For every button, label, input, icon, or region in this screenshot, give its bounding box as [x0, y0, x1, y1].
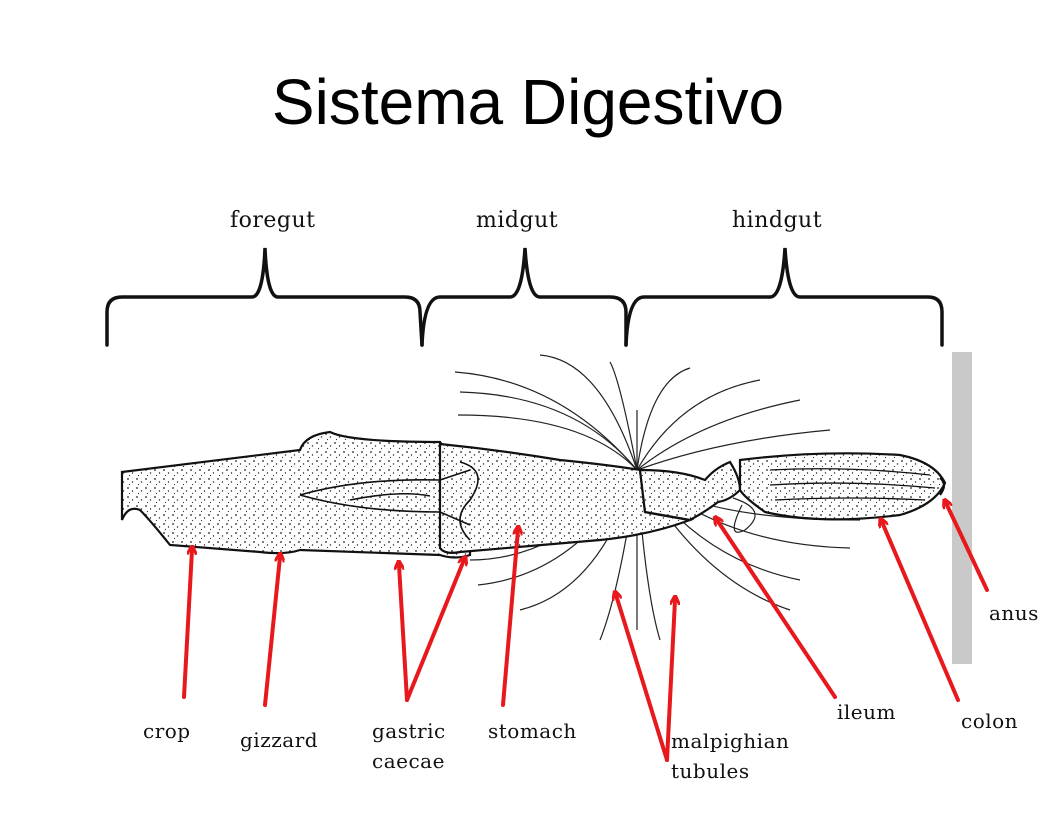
colon-folds — [769, 468, 936, 501]
region-label-midgut: midgut — [476, 208, 559, 233]
arrow-crop — [182, 550, 192, 699]
brace-midgut — [420, 247, 628, 347]
label-malpighian-tubules: malpighian tubules — [671, 726, 789, 786]
region-label-hindgut: hindgut — [732, 208, 823, 233]
page-title: Sistema Digestivo — [271, 66, 785, 138]
pointer-arrows — [182, 503, 989, 762]
region-braces — [105, 247, 944, 347]
label-anus: anus — [989, 601, 1039, 625]
label-gastric-caecae-line1: gastric — [372, 719, 446, 743]
label-gizzard: gizzard — [240, 728, 319, 752]
label-stomach: stomach — [488, 719, 577, 743]
ileum-tube — [638, 460, 742, 522]
arrow-gastric-caecae-b — [405, 560, 464, 702]
paper-edge-shadow — [952, 352, 972, 664]
label-malpighian-line2: tubules — [671, 759, 750, 783]
label-ileum: ileum — [837, 700, 896, 724]
arrow-anus — [946, 503, 989, 592]
colon-rectum — [738, 452, 947, 521]
arrow-malpighian-a — [616, 595, 669, 762]
brace-foregut — [105, 247, 424, 347]
label-gastric-caecae-line2: caecae — [372, 749, 445, 773]
arrow-malpighian-b — [665, 600, 675, 762]
arrow-colon — [882, 522, 960, 702]
arrow-stomach — [501, 530, 518, 707]
label-gastric-caecae: gastric caecae — [372, 716, 446, 776]
brace-hindgut — [624, 247, 944, 347]
label-colon: colon — [961, 709, 1019, 733]
arrow-ileum — [717, 520, 837, 699]
label-malpighian-line1: malpighian — [671, 729, 790, 753]
gizzard-inner-folds — [299, 461, 479, 541]
arrow-gizzard — [263, 557, 280, 707]
gut-body — [120, 430, 947, 559]
anus-opening — [939, 477, 946, 496]
region-label-foregut: foregut — [230, 208, 316, 233]
label-crop: crop — [143, 719, 191, 743]
arrow-gastric-caecae-a — [399, 565, 409, 702]
